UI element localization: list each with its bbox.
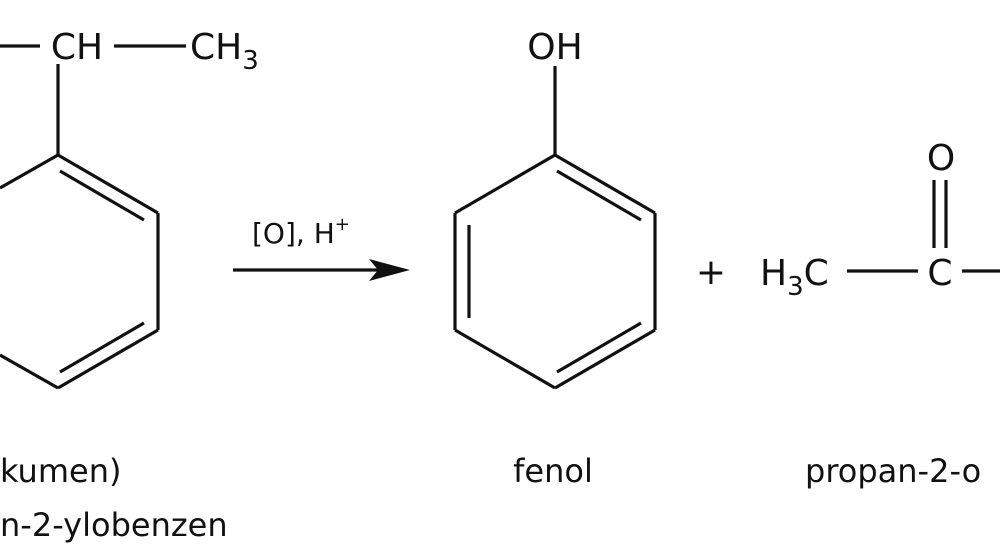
ring-double-bond <box>59 321 145 374</box>
ring-double-bond <box>59 169 145 222</box>
reaction-conditions: [O], H+ <box>252 214 350 250</box>
atom-ch3: CH3 <box>190 27 259 76</box>
product1-name: fenol <box>513 452 593 490</box>
atom-ch: CH <box>51 27 103 68</box>
product1-structure: OH <box>453 27 657 390</box>
ring-bond <box>0 353 59 390</box>
ring-bond <box>454 153 556 215</box>
atom-oh: OH <box>527 27 582 68</box>
reactant-structure: CH CH3 <box>0 27 259 390</box>
ring-bond <box>0 153 59 190</box>
reactant-name-line1: kumen) <box>0 452 121 490</box>
arrow-head <box>369 259 410 281</box>
ring-bond <box>57 328 159 390</box>
ring-bond <box>57 153 159 215</box>
ring-double-bond <box>556 321 642 374</box>
reaction-arrow <box>233 259 410 281</box>
atom-c: C <box>927 253 952 294</box>
product2-name: propan-2-o <box>805 452 981 490</box>
ring-double-bond <box>556 169 642 222</box>
product2-structure: H3C C O <box>760 138 1000 302</box>
ring-bond <box>554 153 656 215</box>
atom-o: O <box>927 138 955 179</box>
ring-bond <box>554 328 656 390</box>
reactant-name-line2: n-2-ylobenzen <box>0 506 228 544</box>
atom-h3c: H3C <box>760 253 829 302</box>
ring-bond <box>454 328 556 390</box>
plus-sign: + <box>696 252 726 293</box>
